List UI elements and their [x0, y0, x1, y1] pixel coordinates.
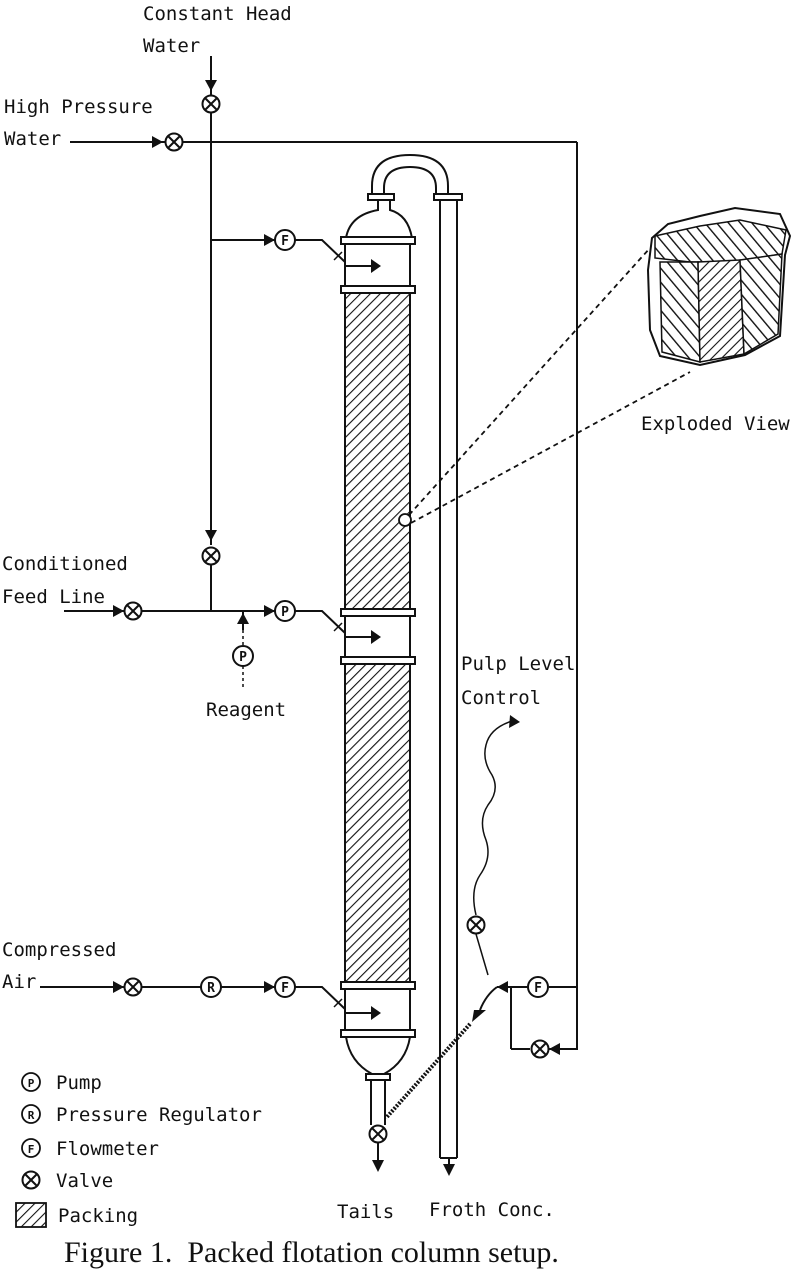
top-u-tube-inner — [383, 165, 437, 196]
arrow-icon — [371, 259, 381, 273]
arrow-icon — [264, 234, 275, 246]
arrow-icon — [205, 80, 217, 91]
arrow-icon — [549, 1043, 560, 1055]
flowmeter-symbol: F — [281, 981, 289, 996]
arrow-icon — [443, 1164, 455, 1176]
tails-return-line — [384, 1022, 472, 1120]
froth-conc-label: Froth Conc. — [429, 1199, 555, 1221]
valve-icon — [201, 94, 221, 114]
air-outlet-pipe — [295, 986, 346, 1010]
tails-label: Tails — [337, 1201, 394, 1223]
arrow-icon — [371, 1006, 381, 1020]
high-pressure-label: High Pressure — [4, 96, 153, 118]
legend-flowmeter-label: Flowmeter — [56, 1138, 159, 1160]
arrow-icon — [264, 605, 275, 617]
top-cap-left — [345, 200, 379, 239]
legend-valve-icon — [21, 1170, 41, 1190]
legend-packing-label: Packing — [58, 1205, 138, 1227]
flowmeter-symbol: F — [281, 234, 289, 249]
arrow-icon — [113, 981, 124, 993]
bottom-cone-left — [345, 1036, 373, 1075]
level-control-valve-icon — [466, 915, 486, 935]
constant-head-label-2: Water — [143, 35, 200, 57]
legend-flowmeter-symbol: F — [28, 1143, 35, 1156]
level-signal-line — [473, 720, 513, 916]
conditioned-label: Conditioned — [2, 553, 128, 575]
arrow-icon — [371, 630, 381, 644]
legend-regulator-icon — [21, 1104, 41, 1124]
valve-icon — [201, 546, 221, 566]
arrow-icon — [152, 136, 163, 148]
bottom-cone-right — [383, 1036, 411, 1075]
arrow-icon — [237, 613, 249, 624]
reagent-label: Reagent — [206, 699, 286, 721]
conditioned-label-2: Feed Line — [2, 586, 105, 608]
regulator-icon — [200, 976, 222, 998]
arrow-icon — [497, 981, 508, 993]
packing-section-upper — [344, 292, 411, 611]
level-control-line — [475, 933, 489, 976]
legend-packing-icon — [15, 1202, 47, 1228]
top-flange — [367, 193, 395, 201]
legend-pump-symbol: P — [28, 1077, 35, 1090]
valve-icon — [123, 601, 143, 621]
wash-return-pipe — [479, 986, 498, 1011]
legend-pump-icon — [21, 1072, 41, 1092]
valve-icon — [164, 132, 184, 152]
pump-symbol: P — [281, 605, 289, 620]
high-pressure-label-2: Water — [4, 128, 61, 150]
flowmeter-symbol: F — [534, 981, 542, 996]
legend: P Pump R Pressure Regulator F Flowmeter … — [15, 1072, 262, 1228]
reagent-pump-symbol: P — [239, 650, 247, 665]
top-u-tube — [371, 153, 449, 196]
arrow-icon — [113, 605, 124, 617]
exploded-view-label: Exploded View — [641, 413, 790, 435]
constant-head-label: Constant Head — [143, 3, 292, 25]
exploded-leader-line — [410, 371, 691, 524]
flange — [340, 1029, 416, 1038]
flange — [340, 656, 416, 665]
arrow-icon — [472, 1010, 486, 1022]
regulator-symbol: R — [207, 981, 215, 996]
arrow-icon — [205, 530, 217, 541]
pulp-level-label: Pulp Level — [461, 653, 575, 675]
legend-flowmeter-icon — [21, 1138, 41, 1158]
exploded-leader-line — [408, 247, 651, 516]
flange — [340, 285, 416, 294]
arrow-icon — [509, 715, 520, 728]
legend-valve-label: Valve — [56, 1170, 113, 1192]
flange — [340, 981, 416, 990]
flange — [340, 236, 416, 245]
legend-regulator-symbol: R — [28, 1109, 35, 1122]
top-cap-right — [389, 200, 413, 239]
tails-valve-icon — [368, 1124, 388, 1144]
valve-icon — [123, 977, 143, 997]
nozzle-icon — [333, 251, 343, 261]
legend-pump-label: Pump — [56, 1072, 102, 1094]
flowmeter-outlet-pipe — [295, 239, 346, 263]
bottom-flange — [365, 1073, 391, 1081]
compressed-label: Compressed — [2, 939, 116, 961]
flange — [340, 608, 416, 617]
nozzle-icon — [333, 622, 343, 632]
detail-marker — [398, 513, 412, 527]
pump-outlet-pipe — [295, 610, 346, 634]
packing-block-illustration — [646, 206, 792, 367]
packing-section-lower — [344, 663, 411, 983]
figure-caption: Figure 1. Packed flotation column setup. — [64, 1236, 559, 1269]
bypass-valve-icon — [530, 1039, 550, 1059]
legend-regulator-label: Pressure Regulator — [56, 1104, 262, 1126]
pulp-level-label-2: Control — [461, 687, 541, 709]
nozzle-icon — [333, 998, 343, 1008]
compressed-label-2: Air — [2, 971, 36, 993]
arrow-icon — [372, 1160, 384, 1172]
froth-pipe-flange — [433, 193, 463, 201]
arrow-icon — [264, 981, 275, 993]
